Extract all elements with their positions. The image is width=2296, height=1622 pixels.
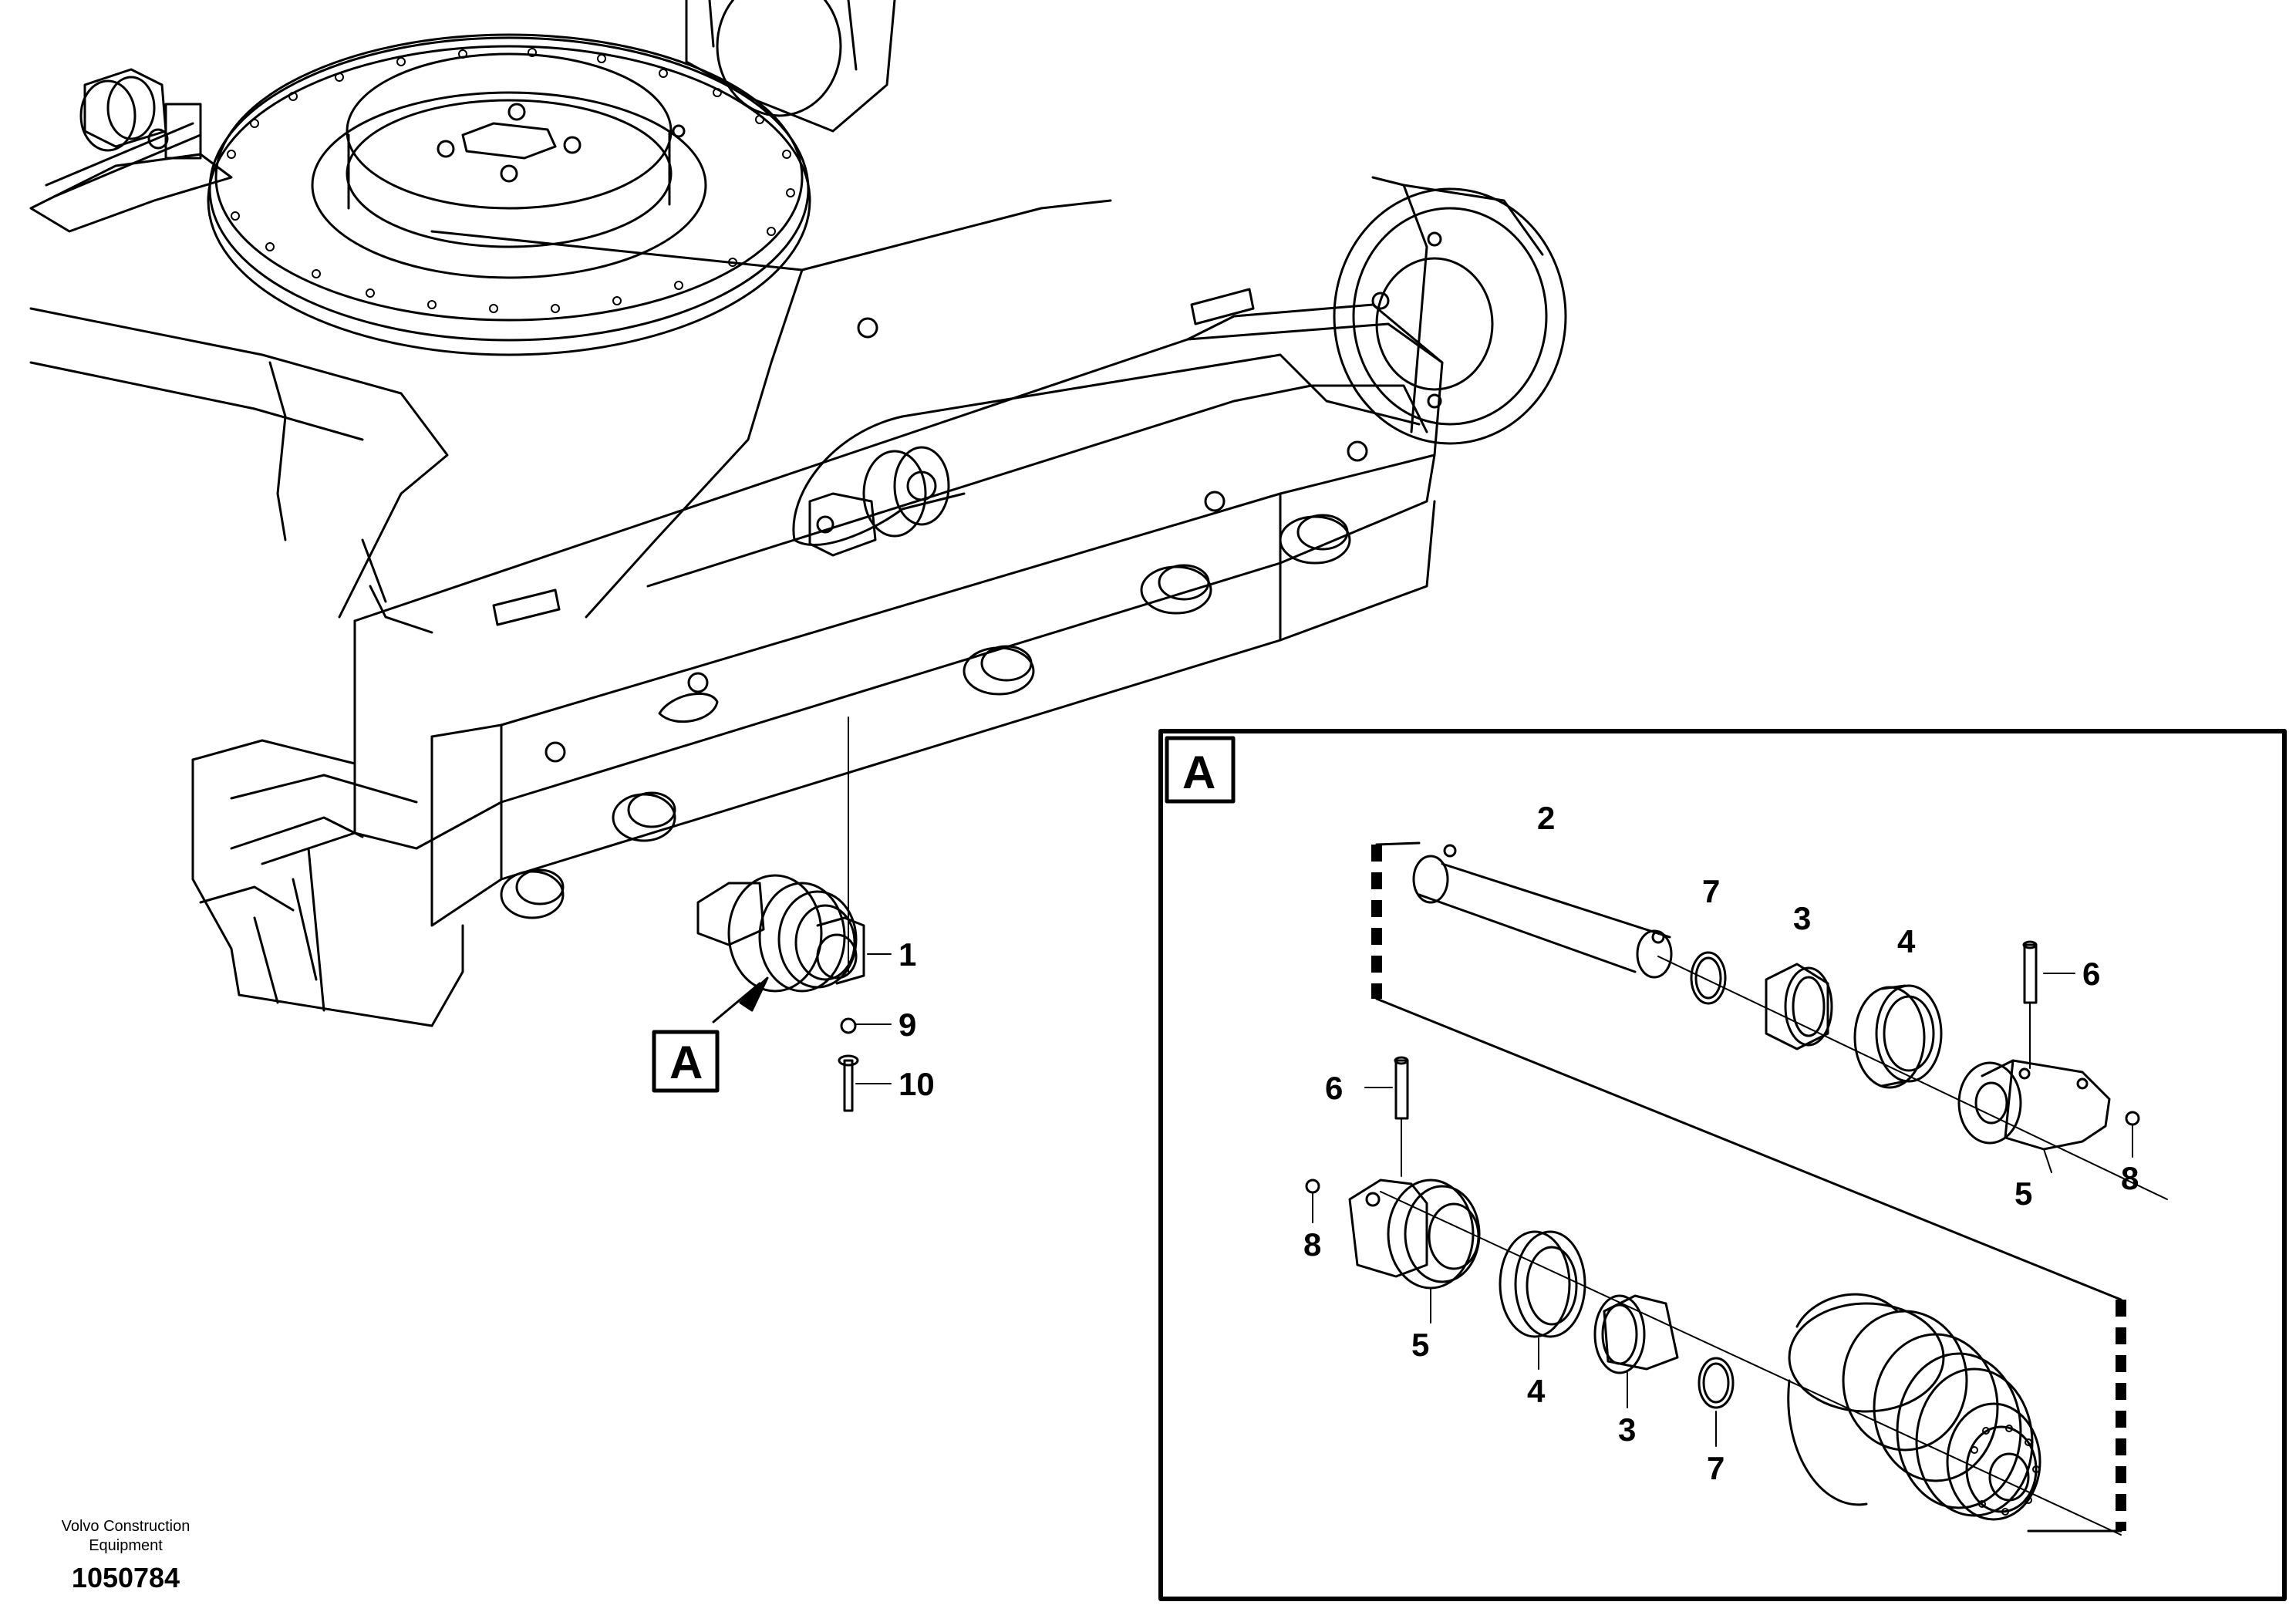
track-rollers bbox=[500, 514, 1351, 919]
slewing-ring-outer bbox=[207, 45, 811, 356]
o-ring-7-upper bbox=[1690, 951, 1727, 1005]
bracket-5-upper bbox=[1957, 1059, 2111, 1173]
detail-ref-box bbox=[652, 1030, 720, 1093]
callout-1: 1 bbox=[899, 936, 916, 973]
track-roller-detail bbox=[1787, 1293, 2041, 1521]
roll-pin-6-upper bbox=[2022, 940, 2075, 1069]
bracket-5-lower bbox=[1348, 1179, 1481, 1324]
callout-8-upper: 8 bbox=[2121, 1160, 2139, 1196]
track-roller-assembly bbox=[696, 874, 892, 1112]
callout-10: 10 bbox=[899, 1066, 935, 1102]
callout-9: 9 bbox=[899, 1007, 916, 1043]
plug-8-lower bbox=[1305, 1179, 1320, 1223]
footer-line-1: Volvo Construction bbox=[62, 1518, 190, 1535]
o-ring-7-lower bbox=[1698, 1357, 1735, 1409]
detail-box-a bbox=[1165, 736, 1236, 804]
seal-4-lower bbox=[1499, 1230, 1586, 1370]
callout-6-lower: 6 bbox=[1325, 1070, 1343, 1106]
pin-part-2 bbox=[1412, 844, 1673, 979]
callout-4-lower: 4 bbox=[1527, 1373, 1546, 1409]
track-frame-top bbox=[353, 322, 1444, 738]
idler-ring bbox=[1333, 187, 1567, 445]
plug-8-upper bbox=[2125, 1111, 2140, 1158]
callout-5-lower: 5 bbox=[1411, 1327, 1429, 1363]
roll-pin-6-lower bbox=[1364, 1056, 1409, 1177]
bushing-3-lower bbox=[1593, 1294, 1679, 1408]
callout-5-upper: 5 bbox=[2014, 1175, 2032, 1212]
callout-3-lower: 3 bbox=[1618, 1411, 1636, 1448]
callout-7-upper: 7 bbox=[1702, 873, 1720, 909]
detail-frame bbox=[1158, 729, 2287, 1601]
callout-2: 2 bbox=[1537, 800, 1555, 836]
detail-frame-label: A bbox=[1182, 747, 1215, 798]
undercarriage-frame bbox=[29, 0, 1567, 1027]
callout-4-upper: 4 bbox=[1897, 923, 1916, 959]
footer-credit: Volvo Construction Equipment 1050784 bbox=[62, 1518, 190, 1593]
slewing-ring-inner bbox=[346, 52, 673, 210]
callout-labels: 1 9 10 A A 2 7 3 4 6 8 5 6 8 5 4 3 7 bbox=[669, 747, 2139, 1486]
detail-ref-label: A bbox=[669, 1037, 703, 1088]
callout-6-upper: 6 bbox=[2082, 956, 2100, 992]
callout-3-upper: 3 bbox=[1793, 900, 1811, 936]
grouping-outline bbox=[1371, 841, 2126, 1533]
drawing-number: 1050784 bbox=[72, 1562, 180, 1593]
footer-line-2: Equipment bbox=[89, 1537, 163, 1554]
bushing-3-upper bbox=[1765, 963, 1833, 1050]
callout-7-lower: 7 bbox=[1707, 1450, 1725, 1486]
seal-4-upper bbox=[1853, 984, 1943, 1089]
callout-8-lower: 8 bbox=[1303, 1226, 1321, 1263]
